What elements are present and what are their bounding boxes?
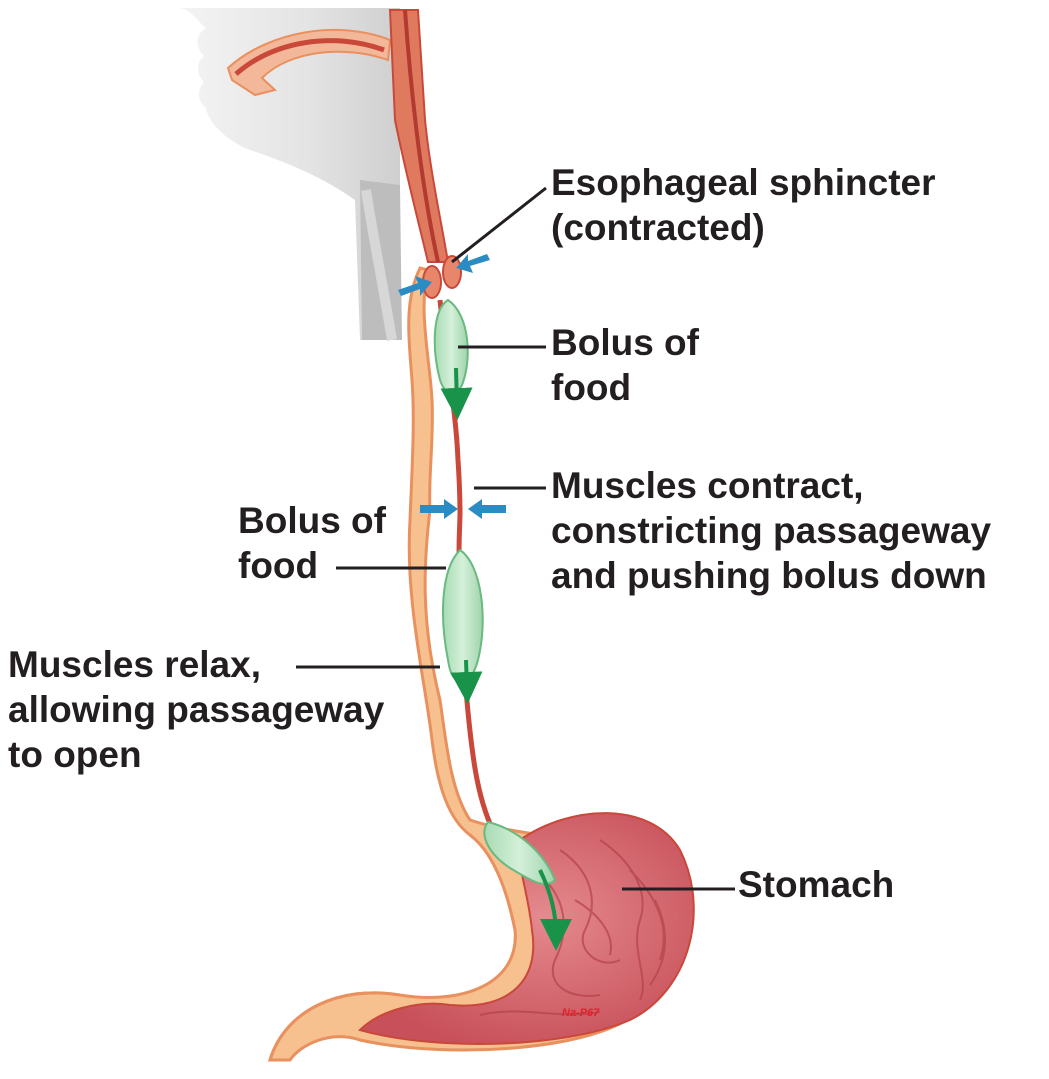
label-bolus-of-food-middle: Bolus of food — [238, 500, 386, 586]
watermark: Na-P67 — [562, 1007, 600, 1019]
label-muscles-contract: Muscles contract, constricting passagewa… — [551, 465, 992, 596]
downward-arrow-icon — [538, 869, 572, 951]
pressure-arrow-icon — [420, 499, 458, 519]
oral-cavity — [226, 9, 450, 263]
label-stomach: Stomach — [738, 864, 895, 905]
label-bolus-of-food-top: Bolus of food — [551, 322, 699, 408]
stomach-rugae — [479, 839, 666, 1016]
pressure-arrows-sphincter — [398, 254, 490, 296]
bolus-stomach — [483, 820, 572, 951]
bolus-middle — [442, 548, 484, 704]
downward-arrow-icon — [440, 367, 473, 420]
leader-line-sphincter — [451, 186, 547, 264]
downward-arrow-icon — [450, 659, 483, 704]
pressure-arrows-middle — [420, 499, 506, 519]
pressure-arrow-icon — [456, 254, 490, 273]
pressure-arrow-icon — [398, 276, 432, 296]
head-silhouette — [180, 8, 402, 341]
label-esophageal-sphincter: Esophageal sphincter (contracted) — [551, 162, 936, 248]
pressure-arrow-icon — [468, 499, 506, 519]
label-muscles-relax: Muscles relax, allowing passageway to op… — [8, 644, 385, 775]
stomach — [268, 812, 695, 1061]
bolus-top — [433, 298, 473, 420]
leader-lines — [296, 186, 735, 891]
